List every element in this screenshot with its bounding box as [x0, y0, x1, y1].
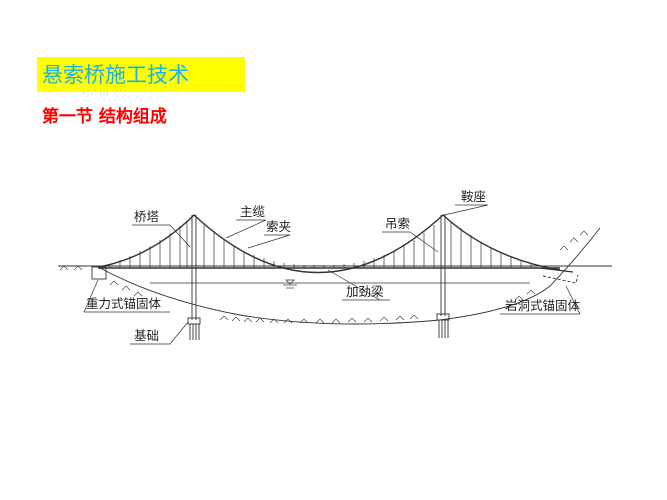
water-level-symbol	[283, 279, 297, 289]
left-tower	[187, 215, 201, 340]
title-highlight-box	[37, 57, 245, 92]
label-foundation: 基础	[134, 328, 159, 343]
label-tunnel-anchorage: 岩洞式锚固体	[505, 298, 581, 313]
label-hanger: 吊索	[385, 216, 410, 231]
main-cable	[97, 214, 561, 274]
label-main-cable: 主缆	[240, 204, 266, 219]
label-tower: 桥塔	[134, 209, 160, 224]
section-subtitle: 第一节 结构组成	[42, 107, 167, 127]
right-tower	[436, 215, 450, 338]
hangers	[109, 221, 532, 268]
label-cable-clamp: 索夹	[266, 219, 291, 234]
label-gravity-anchorage: 重力式锚固体	[86, 296, 162, 311]
tunnel-anchorage	[539, 267, 574, 273]
riverbed	[99, 227, 601, 325]
soil-hatch	[59, 230, 589, 324]
label-stiffening-girder: 加劲梁	[346, 284, 384, 299]
slide-title: 悬索桥施工技术	[42, 63, 189, 87]
label-saddle: 鞍座	[461, 189, 486, 204]
gravity-anchorage	[91, 266, 107, 280]
leader-lines	[83, 204, 581, 345]
